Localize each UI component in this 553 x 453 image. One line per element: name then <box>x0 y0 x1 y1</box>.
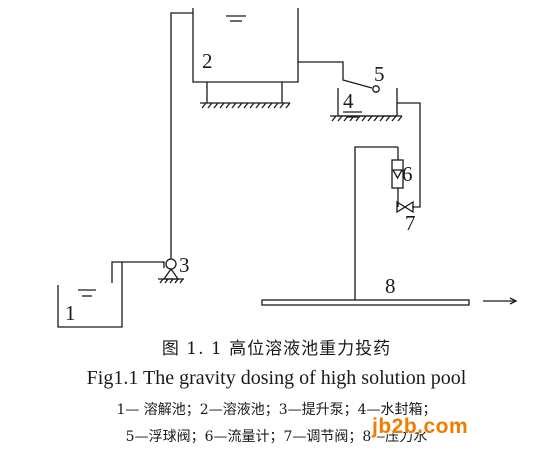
outlet-pipe <box>298 61 373 89</box>
label-pressure-main: 8 <box>385 274 396 298</box>
dosing-pipe <box>354 146 398 300</box>
label-water-seal-box: 4 <box>343 89 354 113</box>
figure-caption-english: Fig1.1 The gravity dosing of high soluti… <box>86 367 467 389</box>
solution-tank <box>192 8 299 109</box>
label-dissolving-tank: 1 <box>65 301 76 325</box>
riser-pipe <box>170 12 193 259</box>
label-flow-meter: 6 <box>402 162 413 186</box>
flow-meter <box>391 147 404 207</box>
flow-arrow <box>483 297 518 305</box>
figure-caption-chinese: 图 1. 1 高位溶液池重力投药 <box>161 339 392 359</box>
lift-pump <box>158 258 184 284</box>
float-valve <box>372 85 380 93</box>
seal-outlet-pipe <box>397 102 421 208</box>
dissolving-tank <box>57 262 123 328</box>
water-seal-box <box>330 88 403 122</box>
site-watermark: jb2b.com <box>372 415 469 438</box>
label-solution-tank: 2 <box>202 49 213 73</box>
suction-pipe <box>111 261 165 283</box>
control-valve <box>396 200 414 214</box>
pressure-main <box>261 299 470 306</box>
legend-line-2: 5—浮球阀；6—流量计；7—调节阀；8—压力水 <box>125 429 428 445</box>
label-lift-pump: 3 <box>179 253 190 277</box>
legend-line-1: 1— 溶解池；2—溶液池；3—提升泵；4—水封箱； <box>116 402 437 418</box>
label-float-valve: 5 <box>374 62 385 86</box>
label-control-valve: 7 <box>405 211 416 235</box>
